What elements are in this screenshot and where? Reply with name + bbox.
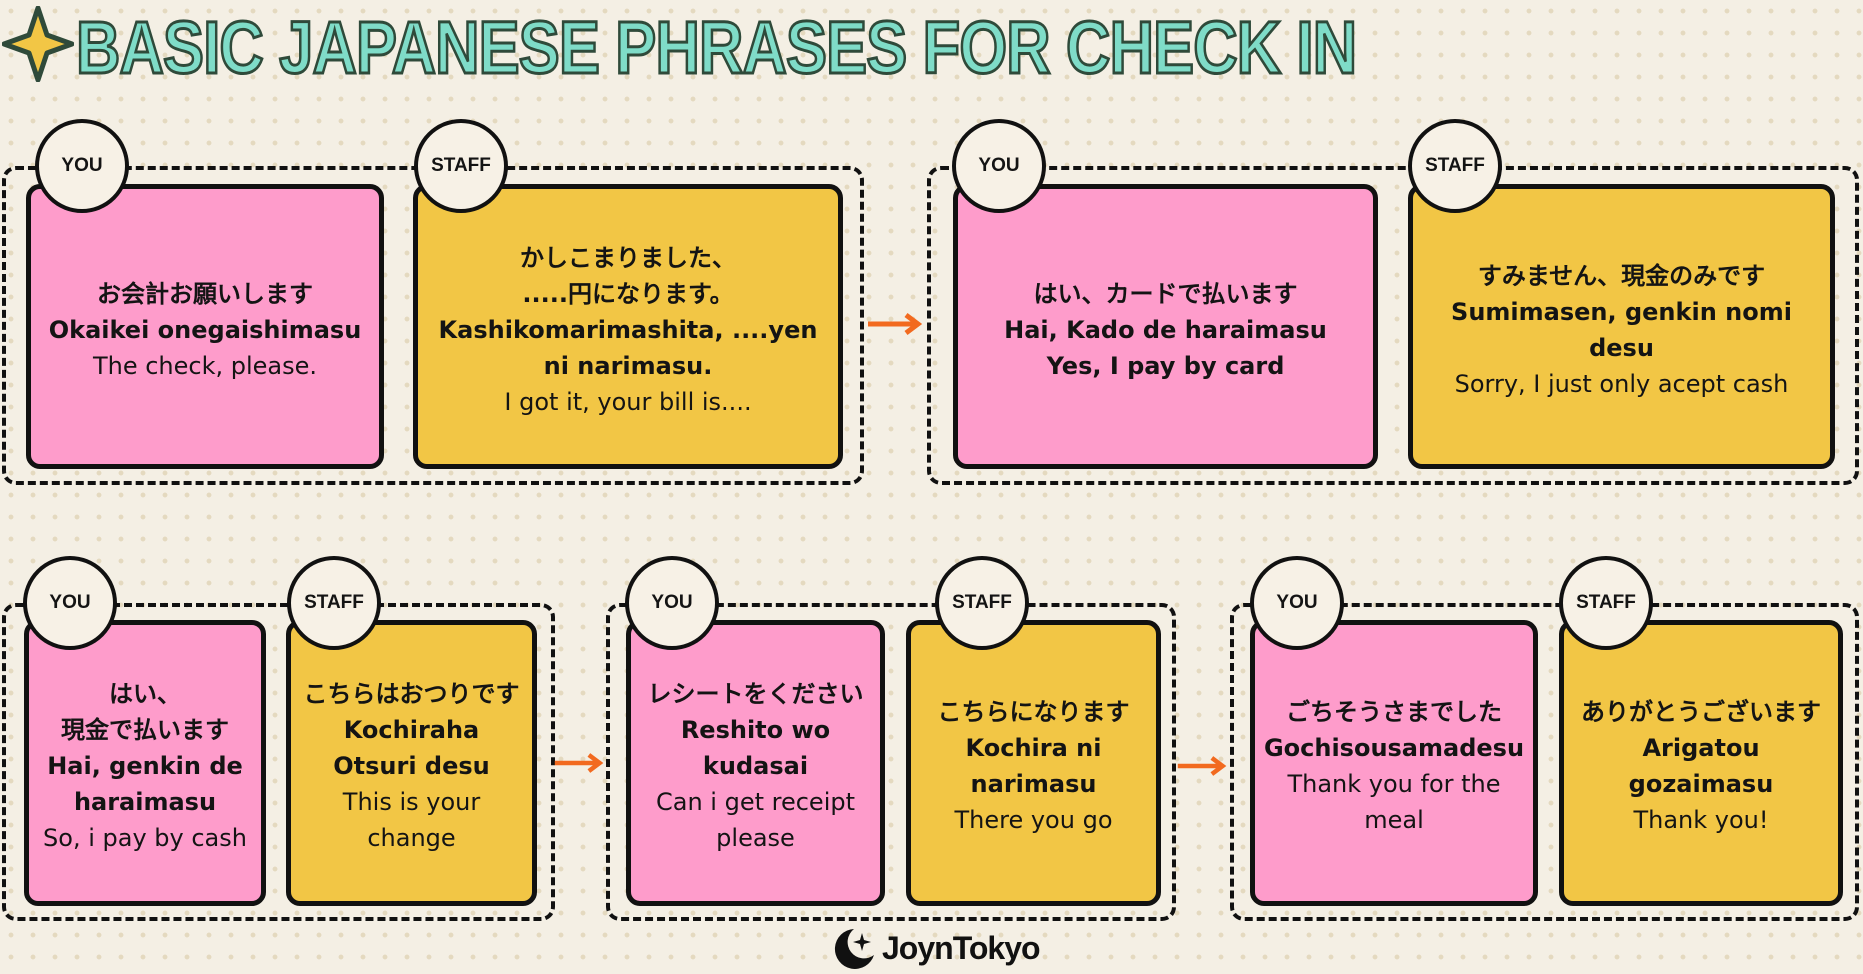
speaker-badge: STAFF — [287, 556, 381, 650]
phrase-line: 現金で払います — [61, 716, 229, 744]
phrase-line: Yes, I pay by card — [1046, 351, 1285, 380]
phrase-line: Hai, Kado de haraimasu — [1004, 315, 1327, 344]
speaker-badge: YOU — [625, 556, 719, 650]
phrase-line: .....円になります。 — [522, 279, 734, 308]
arrow-right-icon — [554, 753, 604, 773]
english-translation: This is your change — [342, 788, 481, 852]
dialogue-group-2 — [927, 166, 1859, 485]
speaker-badge: STAFF — [414, 119, 508, 213]
english-translation: Thank you for the meal — [1287, 770, 1501, 834]
speaker-badge: STAFF — [1408, 119, 1502, 213]
phrase-line: はい、 — [109, 680, 181, 708]
phrase-line: Gochisousamadesu — [1263, 734, 1525, 762]
page-title: BASIC JAPANESE PHRASES FOR CHECK IN — [75, 5, 1359, 91]
speaker-badge: YOU — [952, 119, 1046, 213]
phrase-line: Arigatou gozaimasu — [1628, 734, 1774, 798]
speaker-badge: STAFF — [1559, 556, 1653, 650]
dialogue-group-3 — [2, 603, 555, 921]
phrase-line: はい、カードで払います — [1033, 279, 1298, 308]
english-translation: Can i get receipt please — [655, 788, 856, 852]
speaker-badge: YOU — [1250, 556, 1344, 650]
phrase-line: Kochira ni narimasu — [965, 734, 1102, 798]
phrase-line: Hai, genkin de haraimasu — [47, 752, 243, 816]
english-translation: Sorry, I just only acept cash — [1454, 369, 1789, 398]
brand-name: JoynTokyo — [882, 929, 1041, 966]
phrase-line: Kochiraha Otsuri desu — [333, 716, 490, 780]
phrase-line: こちらになります — [937, 698, 1130, 726]
phrase-line: レシートをください — [647, 680, 864, 708]
english-translation: The check, please. — [92, 351, 318, 380]
arrow-right-icon — [868, 313, 923, 335]
phrase-line: Kashikomarimashita, ....yen ni narimasu. — [438, 315, 818, 380]
english-translation: There you go — [954, 806, 1113, 834]
phrase-line: かしこまりました、 — [520, 243, 736, 272]
phrase-line: Okaikei onegaishimasu — [48, 315, 362, 344]
brand-logo: JoynTokyo — [832, 925, 1041, 971]
phrase-line: Reshito wo kudasai — [680, 716, 831, 780]
phrase-line: すみません、現金のみです — [1477, 261, 1766, 290]
phrase-line: ごちそうさまでした — [1286, 698, 1502, 726]
dialogue-group-5 — [1230, 603, 1859, 921]
speaker-badge: YOU — [35, 119, 129, 213]
dialogue-group-4 — [606, 603, 1176, 921]
phrase-line: Sumimasen, genkin nomi desu — [1451, 297, 1792, 362]
sparkle-star-icon — [2, 6, 74, 82]
moon-sparkle-icon — [834, 929, 874, 969]
speaker-badge: STAFF — [935, 556, 1029, 650]
phrase-line: お会計お願いします — [97, 279, 313, 308]
phrase-line: こちらはおつりです — [303, 680, 520, 708]
english-translation: Thank you! — [1633, 806, 1769, 834]
phrase-line: ありがとうございます — [1581, 698, 1821, 726]
english-translation: So, i pay by cash — [43, 824, 247, 852]
english-translation: I got it, your bill is.... — [504, 387, 752, 416]
staff-phrase-card: かしこまりました、 .....円になります。 Kashikomarimashita,… — [413, 184, 843, 469]
arrow-right-icon — [1177, 756, 1227, 776]
speaker-badge: YOU — [23, 556, 117, 650]
